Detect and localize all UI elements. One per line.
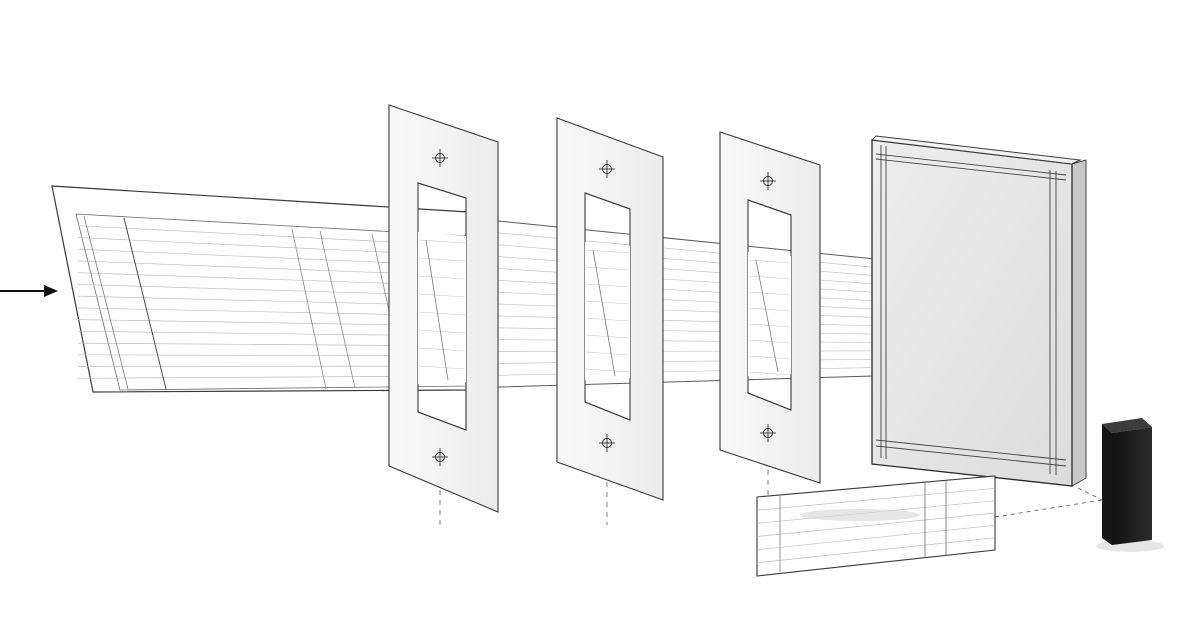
strip-rule-line [467,241,906,279]
book-page-edges [1073,161,1085,484]
strip-rule-line [467,350,906,352]
strip-rule-line [467,339,906,344]
strip-rule-line [467,278,906,303]
stage-plate-2 [556,117,664,525]
strip-rule-line [467,358,906,365]
stage-plate-1 [388,104,499,530]
arrow-right-icon [0,285,58,297]
output-rule-line [756,512,996,537]
registration-mark-icon [599,160,615,178]
output-rule-line [756,487,996,511]
strip-rule-line [467,366,906,377]
registration-mark-icon [432,448,448,466]
stage-plate-3 [719,131,821,502]
strip-rule-line [467,326,906,335]
strip-rule-line [467,254,906,287]
strip-rule-line [467,302,906,319]
black-block-icon [1096,418,1164,552]
strip-rule-line [467,314,906,327]
registration-mark-icon [760,424,776,442]
paper-strip [467,217,906,389]
registration-mark-icon [432,149,448,167]
output-rule-line [756,524,996,551]
connector-lines [994,487,1103,518]
strip-rule-line [467,229,906,271]
book-icon [870,135,1087,487]
strip-rule-line [467,290,906,311]
output-strip [756,475,996,577]
strip-rule-line [467,266,906,295]
registration-mark-icon [599,434,615,452]
stage-plates [388,104,821,530]
output-rule-line [756,537,996,564]
registration-mark-icon [760,172,776,190]
strip-ruled-lines [467,229,906,377]
